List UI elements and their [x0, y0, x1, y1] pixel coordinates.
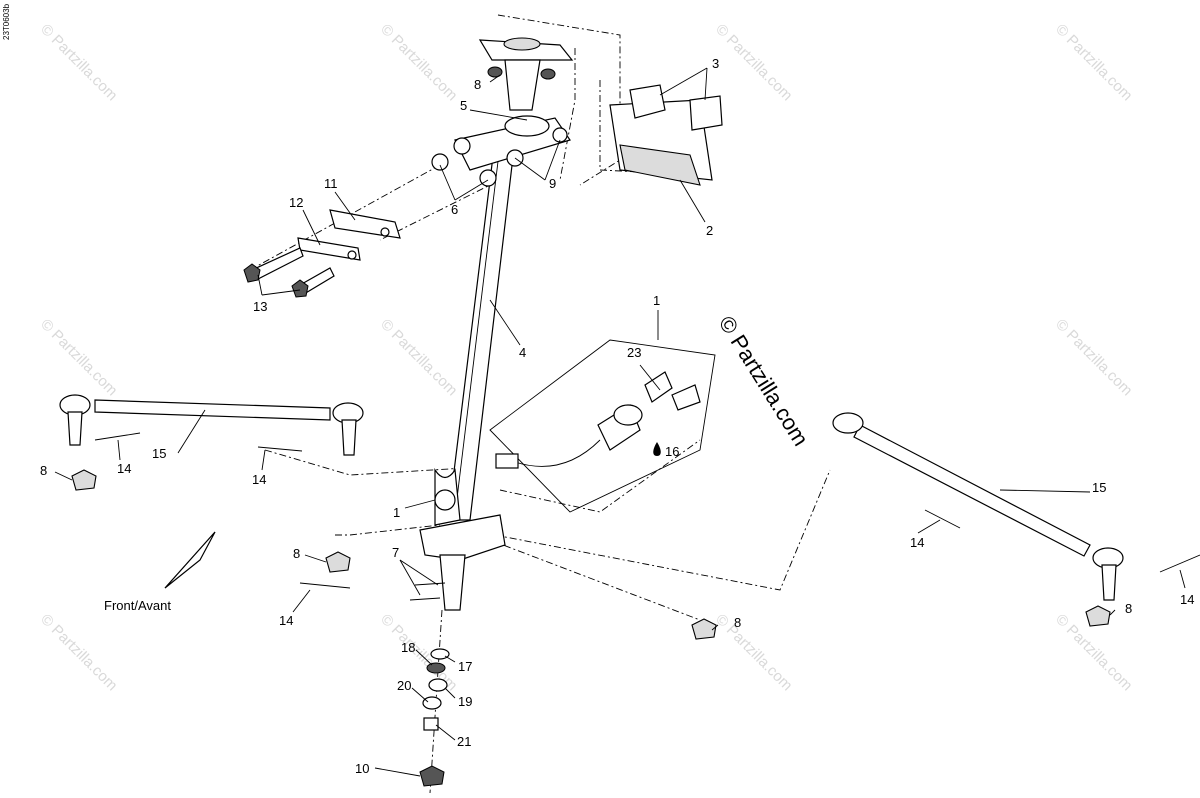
- bushing-assembly: [431, 115, 571, 187]
- callout-16: 16: [665, 444, 679, 459]
- callout-2: 2: [706, 223, 713, 238]
- leader-lines: [54, 67, 1186, 777]
- callout-21: 21: [457, 734, 471, 749]
- diagram-code: 23T0603b: [2, 3, 11, 40]
- left-tie-rod: [59, 394, 364, 456]
- lower-bracket: [409, 468, 506, 611]
- callout-13: 13: [253, 299, 267, 314]
- watermark: © Partzilla.com: [377, 21, 460, 104]
- callout-17: 17: [458, 659, 472, 674]
- callout-8: 8: [40, 463, 47, 478]
- callout-9: 9: [549, 176, 556, 191]
- callout-1: 1: [653, 293, 660, 308]
- watermark: © Partzilla.com: [37, 21, 120, 104]
- watermark: © Partzilla.com: [712, 21, 795, 104]
- callout-14: 14: [279, 613, 293, 628]
- bolts: [243, 247, 335, 298]
- callout-14: 14: [1180, 592, 1194, 607]
- right-tie-rod: [832, 412, 1124, 601]
- ignition-switch: [489, 339, 716, 513]
- callout-15: 15: [1092, 480, 1106, 495]
- callout-5: 5: [460, 98, 467, 113]
- callout-10: 10: [355, 761, 369, 776]
- callout-23: 23: [627, 345, 641, 360]
- callout-14: 14: [117, 461, 131, 476]
- callouts: 8 5 9 6 3 2 11 12 13 4 1 23 16 1 7 15 15…: [40, 56, 1194, 776]
- hardware-stack: [419, 648, 450, 787]
- watermark: © Partzilla.com: [712, 611, 795, 694]
- callout-4: 4: [519, 345, 526, 360]
- callout-19: 19: [458, 694, 472, 709]
- lubricant-drop-icon: [653, 442, 661, 456]
- callout-18: 18: [401, 640, 415, 655]
- center-watermark: © Partzilla.com: [714, 311, 814, 450]
- callout-8: 8: [1125, 601, 1132, 616]
- cotter-pins: [94, 432, 1200, 589]
- support-brackets: [297, 209, 401, 261]
- watermark: © Partzilla.com: [1052, 316, 1135, 399]
- watermark: © Partzilla.com: [1052, 21, 1135, 104]
- callout-15: 15: [152, 446, 166, 461]
- callout-8: 8: [734, 615, 741, 630]
- watermark: © Partzilla.com: [377, 316, 460, 399]
- callout-8: 8: [474, 77, 481, 92]
- watermark: © Partzilla.com: [37, 611, 120, 694]
- callout-20: 20: [397, 678, 411, 693]
- callout-3: 3: [712, 56, 719, 71]
- callout-7: 7: [392, 545, 399, 560]
- callout-6: 6: [451, 202, 458, 217]
- watermark: © Partzilla.com: [37, 316, 120, 399]
- front-arrow-icon: [164, 531, 216, 589]
- callout-14: 14: [252, 472, 266, 487]
- callout-8: 8: [293, 546, 300, 561]
- callout-1: 1: [393, 505, 400, 520]
- front-label: Front/Avant: [104, 598, 171, 613]
- callout-12: 12: [289, 195, 303, 210]
- callout-11: 11: [324, 176, 338, 191]
- switch-housing: [609, 84, 723, 186]
- upper-clamp: [478, 37, 574, 111]
- callout-14: 14: [910, 535, 924, 550]
- nuts: [71, 469, 1111, 640]
